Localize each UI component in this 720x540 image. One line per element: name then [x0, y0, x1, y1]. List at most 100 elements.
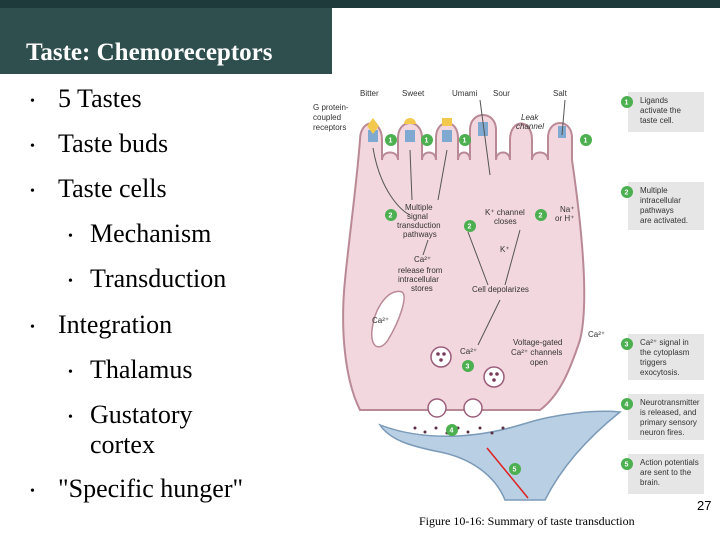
step-markers: 1 1 1 1 2 2 2 3 4 5 [385, 134, 592, 475]
figure-caption: Figure 10-16: Summary of taste transduct… [419, 514, 635, 528]
label-pathways-1: Multiple [405, 203, 433, 212]
step-5-line-3: brain. [640, 478, 660, 487]
label-depolarizes: Cell depolarizes [472, 285, 529, 294]
bullet-taste-buds: Taste buds [58, 129, 169, 158]
label-voltage-2: Ca²⁺ channels [511, 348, 562, 357]
step-5-line-1: Action potentials [640, 458, 699, 467]
label-k-channel-2: closes [494, 217, 517, 226]
step-box-5: 5 Action potentials are sent to the brai… [621, 454, 704, 494]
neurotransmitter [413, 426, 505, 435]
label-umami: Umami [452, 89, 478, 98]
bullet-dot: • [30, 94, 35, 109]
step-2-line-3: pathways [640, 206, 674, 215]
label-ca-inner: Ca²⁺ [460, 347, 477, 356]
svg-text:2: 2 [539, 213, 543, 220]
label-pathways-4: pathways [403, 230, 437, 239]
step-3-line-4: exocytosis. [640, 368, 680, 377]
label-gpcr-2: coupled [313, 113, 341, 122]
bullet-dot: • [30, 484, 35, 499]
step-3-num: 3 [625, 342, 629, 349]
svg-text:2: 2 [468, 224, 472, 231]
step-box-2: 2 Multiple intracellular pathways are ac… [621, 182, 704, 230]
label-h: or H⁺ [555, 214, 574, 223]
step-1-line-2: activate the [640, 106, 681, 115]
label-gpcr-3: receptors [313, 123, 346, 132]
step-1-line-3: taste cell. [640, 116, 674, 125]
step-2-num: 2 [625, 190, 629, 197]
bullet-dot: • [30, 320, 35, 335]
svg-text:1: 1 [584, 138, 588, 145]
label-ca-right: Ca²⁺ [588, 330, 605, 339]
step-5-line-2: are sent to the [640, 468, 692, 477]
step-1-num: 1 [625, 100, 629, 107]
svg-text:5: 5 [513, 467, 517, 474]
bullet-dot: • [68, 410, 73, 425]
taste-transduction-diagram: Bitter Sweet Umami Sour Salt G protein- … [313, 89, 704, 501]
bullet-dot: • [68, 365, 73, 380]
step-box-1: 1 Ligands activate the taste cell. [621, 92, 704, 132]
bullet-integration: Integration [58, 310, 173, 339]
svg-text:1: 1 [389, 138, 393, 145]
bullet-thalamus: Thalamus [90, 355, 193, 384]
step-box-3: 3 Ca²⁺ signal in the cytoplasm triggers … [621, 334, 704, 380]
bullet-dot: • [68, 229, 73, 244]
step-3-line-3: triggers [640, 358, 667, 367]
title-bar [0, 8, 332, 74]
label-ca-release-3: intracellular [398, 275, 439, 284]
label-k-plus: K⁺ [500, 245, 510, 254]
bullet-cortex: cortex [90, 430, 155, 459]
label-ca-release-1: Ca²⁺ [414, 255, 431, 264]
label-sour: Sour [493, 89, 510, 98]
label-k-channel-1: K⁺ channel [485, 208, 525, 217]
label-ca-release-2: release from [398, 266, 443, 275]
step-1-line-1: Ligands [640, 96, 668, 105]
label-sweet: Sweet [402, 89, 425, 98]
step-4-line-2: is released, and [640, 408, 696, 417]
slide-title: Taste: Chemoreceptors [26, 39, 273, 66]
label-ca-release-4: stores [411, 284, 433, 293]
step-2-line-2: intracellular [640, 196, 681, 205]
svg-text:1: 1 [425, 138, 429, 145]
step-5-num: 5 [625, 462, 629, 469]
label-voltage-3: open [530, 358, 548, 367]
sensory-neuron [378, 410, 622, 501]
top-bar [0, 0, 720, 8]
signal-arrows [372, 99, 566, 346]
label-ca-left: Ca²⁺ [372, 316, 389, 325]
vesicles [427, 346, 505, 418]
svg-text:1: 1 [463, 138, 467, 145]
label-pathways-3: transduction [397, 221, 441, 230]
label-salt: Salt [553, 89, 568, 98]
label-pathways-2: signal [407, 212, 428, 221]
step-4-num: 4 [625, 402, 629, 409]
bullet-taste-cells: Taste cells [58, 174, 167, 203]
label-bitter: Bitter [360, 89, 379, 98]
intracellular-store [371, 290, 405, 348]
label-gpcr-1: G protein- [313, 103, 349, 112]
bullet-5-tastes: 5 Tastes [58, 84, 142, 113]
svg-text:2: 2 [389, 213, 393, 220]
step-3-line-2: the cytoplasm [640, 348, 690, 357]
bullet-specific-hunger: "Specific hunger" [58, 474, 244, 503]
step-2-line-1: Multiple [640, 186, 668, 195]
label-voltage-1: Voltage-gated [513, 338, 562, 347]
bullet-dot: • [30, 184, 35, 199]
bullet-dot: • [30, 139, 35, 154]
action-potential-arrow [486, 447, 529, 499]
label-leak-1: Leak [521, 113, 539, 122]
svg-text:3: 3 [466, 364, 470, 371]
step-4-line-4: neuron fires. [640, 428, 684, 437]
step-4-line-1: Neurotransmitter [640, 398, 700, 407]
bullet-gustatory: Gustatory [90, 400, 193, 429]
step-3-line-1: Ca²⁺ signal in [640, 338, 689, 347]
svg-text:4: 4 [450, 428, 454, 435]
label-leak-2: channel [516, 122, 544, 131]
step-4-line-3: primary sensory [640, 418, 697, 427]
bullet-dot: • [68, 274, 73, 289]
label-na: Na⁺ [560, 205, 574, 214]
bullet-transduction: Transduction [90, 264, 227, 293]
page-number: 27 [697, 498, 712, 513]
step-box-4: 4 Neurotransmitter is released, and prim… [621, 394, 704, 440]
step-2-line-4: are activated. [640, 216, 688, 225]
taste-cell [342, 114, 586, 411]
